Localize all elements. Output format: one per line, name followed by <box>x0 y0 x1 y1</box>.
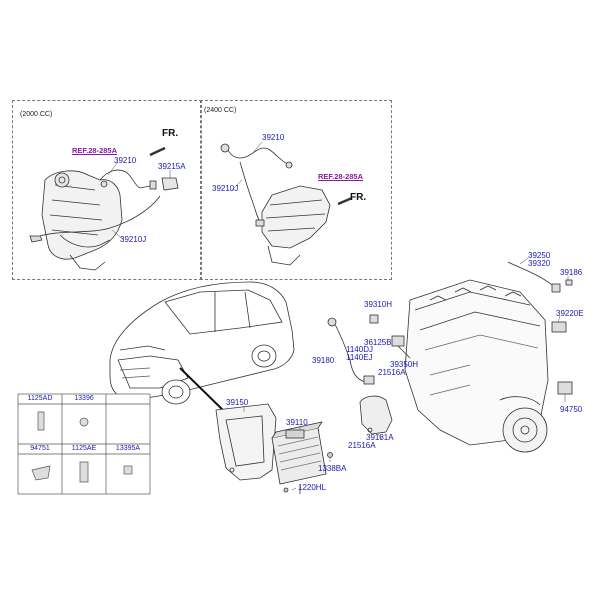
part-label-36125b[interactable]: 36125B <box>364 338 392 347</box>
part-label-39186[interactable]: 39186 <box>560 268 583 277</box>
table-cell-1125ad[interactable]: 1125AD <box>27 395 53 402</box>
part-label-39350h[interactable]: 39350H <box>390 360 419 369</box>
panel-2000cc <box>12 100 202 280</box>
part-label-1338ba[interactable]: 1338BA <box>318 464 347 473</box>
ref-link-right[interactable]: REF.28-285A <box>318 172 364 181</box>
part-label-1220hl[interactable]: 1220HL <box>298 483 327 492</box>
part-label-21516a-upper[interactable]: 21516A <box>378 368 406 377</box>
part-label-39210j-left[interactable]: 39210J <box>120 235 147 244</box>
part-label-39310h[interactable]: 39310H <box>364 300 393 309</box>
part-label-39180[interactable]: 39180 <box>312 356 335 365</box>
part-label-39250[interactable]: 39250 <box>528 251 551 260</box>
part-label-39210-left[interactable]: 39210 <box>114 156 137 165</box>
part-label-39150[interactable]: 39150 <box>226 398 249 407</box>
variant-label-2400cc: (2400 CC) <box>204 107 237 114</box>
ecu-unit <box>271 421 333 494</box>
part-label-1140ej[interactable]: 1140EJ <box>346 353 373 362</box>
ref-link-left[interactable]: REF.28-285A <box>72 146 118 155</box>
table-cell-1125ae[interactable]: 1125AE <box>71 445 97 452</box>
variant-label-2000cc: (2000 CC) <box>20 111 53 118</box>
table-cell-13395a[interactable]: 13395A <box>115 445 141 452</box>
part-label-39320[interactable]: 39320 <box>528 259 551 268</box>
part-label-1140dj[interactable]: 1140DJ <box>346 345 373 354</box>
left-manifold-assembly <box>29 146 179 271</box>
part-label-39215a[interactable]: 39215A <box>158 162 186 171</box>
front-direction-right: FR. <box>350 192 367 203</box>
right-manifold-assembly <box>220 143 353 266</box>
part-label-39181a[interactable]: 39181A <box>366 433 394 442</box>
front-direction-left: FR. <box>162 128 179 139</box>
panel-2400cc <box>200 100 392 280</box>
vehicle-illustration <box>109 281 295 416</box>
part-label-39210-right[interactable]: 39210 <box>262 133 285 142</box>
part-label-21516a-lower[interactable]: 21516A <box>348 441 376 450</box>
part-label-94750[interactable]: 94750 <box>560 405 583 414</box>
part-label-39220e[interactable]: 39220E <box>556 309 584 318</box>
table-cell-13396[interactable]: 13396 <box>74 395 94 402</box>
table-cell-94751[interactable]: 94751 <box>30 445 50 452</box>
ecu-bracket <box>215 403 277 481</box>
parts-table-grid <box>17 393 151 495</box>
part-label-39110[interactable]: 39110 <box>286 418 308 427</box>
part-label-39210j-right[interactable]: 39210J <box>212 184 239 193</box>
engine-block <box>327 261 573 453</box>
